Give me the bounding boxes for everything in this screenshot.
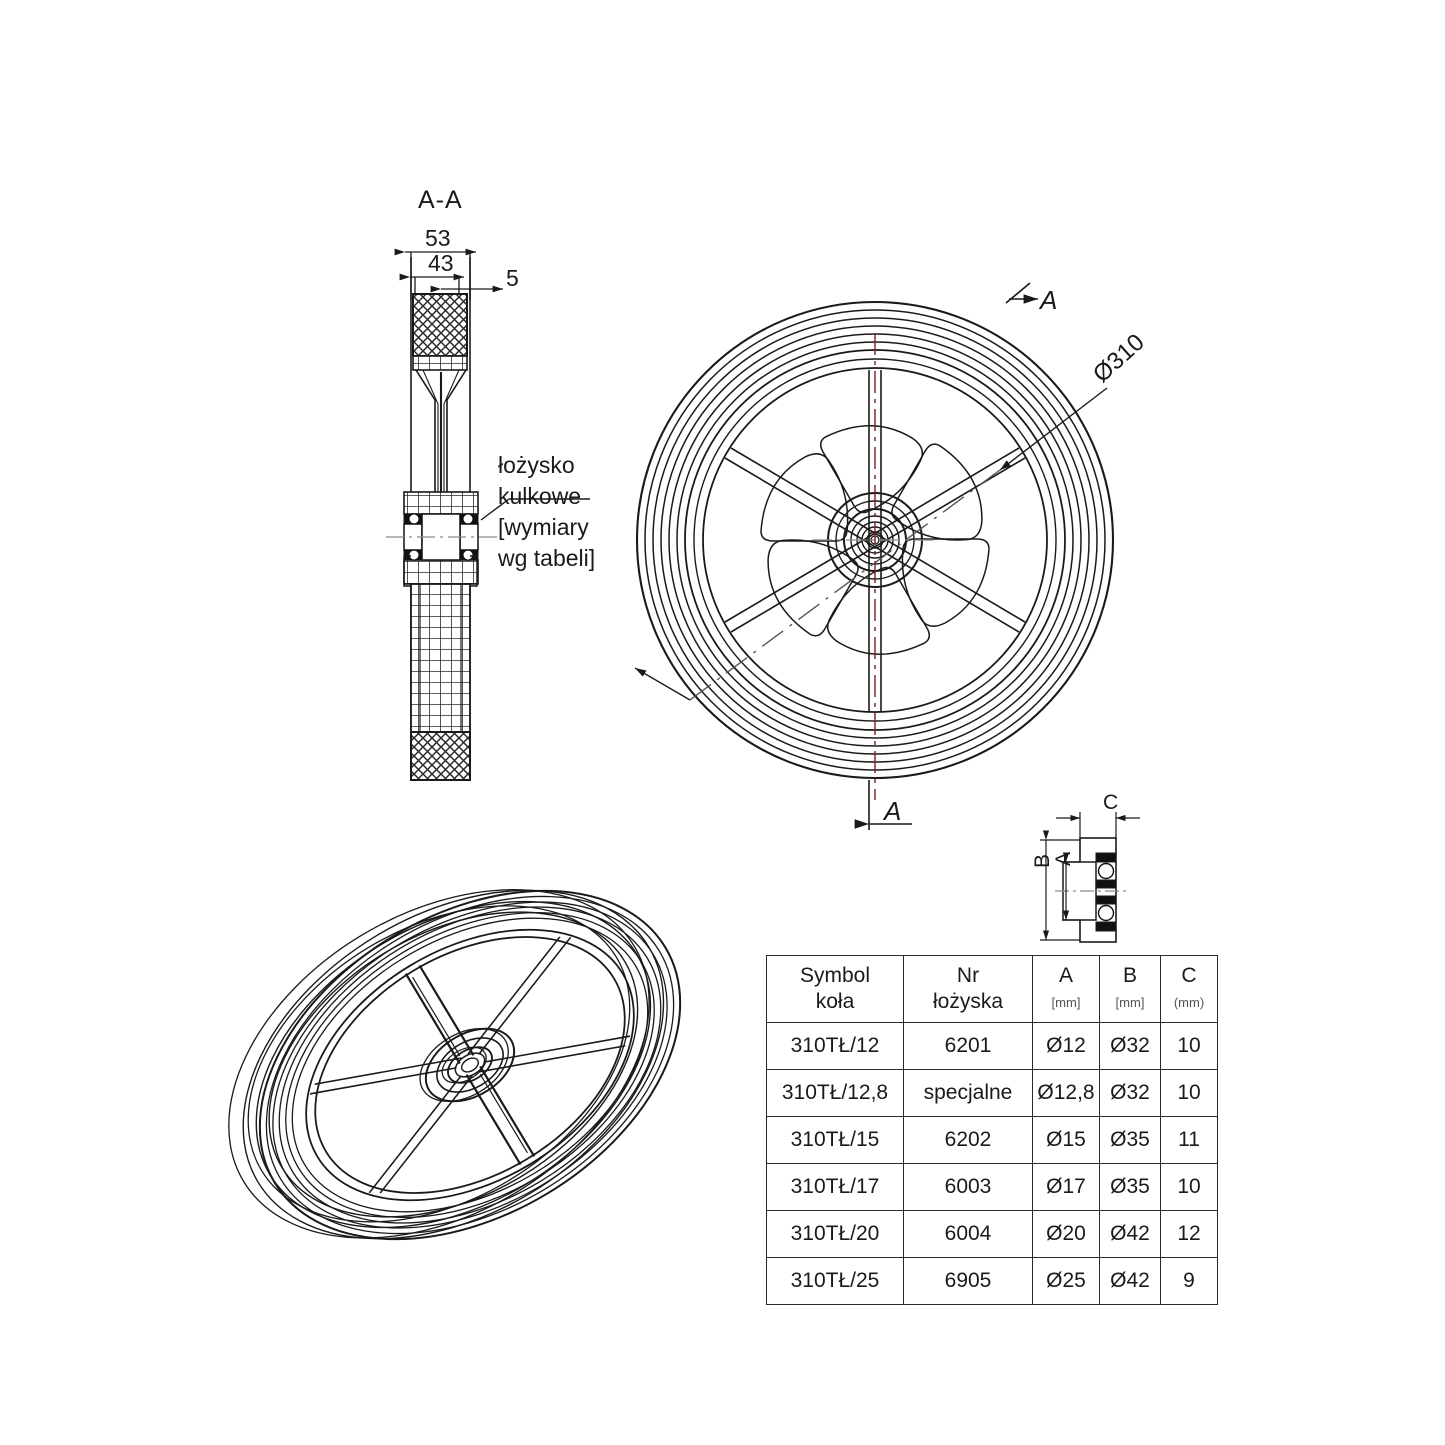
header-dimension-c: C (mm) — [1160, 955, 1218, 1023]
cell-symbol: 310TŁ/25 — [766, 1257, 904, 1305]
cell-a: Ø15 — [1032, 1116, 1100, 1164]
callout-line-1: łożysko — [498, 452, 575, 478]
header-b-letter: B — [1122, 963, 1137, 987]
cell-c: 12 — [1160, 1210, 1218, 1258]
cell-bearing: 6003 — [903, 1163, 1033, 1211]
cell-bearing: specjalne — [903, 1069, 1033, 1117]
dimension-label-tread-width: 43 — [428, 250, 454, 276]
cell-symbol: 310TŁ/12,8 — [766, 1069, 904, 1117]
dimension-label-offset: 5 — [506, 265, 519, 291]
cell-c: 10 — [1160, 1022, 1218, 1070]
section-view-title: A-A — [418, 186, 463, 214]
cell-bearing: 6004 — [903, 1210, 1033, 1258]
header-b-unit: [mm] — [1115, 994, 1145, 1010]
cell-a: Ø20 — [1032, 1210, 1100, 1258]
callout-line-4: wg tabeli] — [498, 545, 596, 571]
cell-b: Ø35 — [1099, 1116, 1161, 1164]
bearing-spec-table: Symbol koła Nr łożyska A [mm] B [mm] C — [766, 955, 1218, 1305]
cell-b: Ø32 — [1099, 1069, 1161, 1117]
dimension-43 — [399, 273, 464, 300]
header-c-unit: (mm) — [1173, 994, 1205, 1010]
header-dimension-b: B [mm] — [1099, 955, 1161, 1023]
iso-hub — [419, 1027, 516, 1103]
wheel-front-view — [634, 282, 1115, 830]
wheel-spokes — [724, 370, 1026, 712]
cell-c: 9 — [1160, 1257, 1218, 1305]
header-c-letter: C — [1181, 963, 1197, 987]
cell-a: Ø17 — [1032, 1163, 1100, 1211]
bearing-detail-bore-label: A — [1052, 851, 1075, 866]
wheel-hub — [827, 492, 923, 588]
cell-symbol: 310TŁ/15 — [766, 1116, 904, 1164]
cell-b: Ø35 — [1099, 1163, 1161, 1211]
header-symbol-line2: koła — [815, 990, 855, 1013]
cell-b: Ø42 — [1099, 1257, 1161, 1305]
cell-a: Ø12 — [1032, 1022, 1100, 1070]
cell-a: Ø25 — [1032, 1257, 1100, 1305]
bearing-detail-view — [1040, 812, 1140, 943]
cell-b: Ø42 — [1099, 1210, 1161, 1258]
header-a-letter: A — [1058, 963, 1073, 987]
diameter-label: Ø310 — [1088, 328, 1150, 389]
bearing-detail-width-label: C — [1103, 791, 1119, 814]
cell-a: Ø12,8 — [1032, 1069, 1100, 1117]
header-a-unit: [mm] — [1051, 994, 1081, 1010]
dimension-5 — [430, 278, 503, 300]
section-mark-top-label: A — [1040, 285, 1058, 315]
cell-c: 10 — [1160, 1069, 1218, 1117]
header-symbol: Symbol koła — [766, 955, 904, 1023]
spoke-openings — [760, 425, 990, 655]
callout-line-2: kulkowe — [498, 483, 582, 509]
diameter-leader — [634, 387, 1108, 701]
cell-c: 10 — [1160, 1163, 1218, 1211]
cell-bearing: 6905 — [903, 1257, 1033, 1305]
iso-spokes — [309, 936, 631, 1194]
section-mark-bottom-label: A — [884, 796, 902, 826]
callout-line-3: [wymiary — [498, 514, 589, 540]
section-marker-top — [1005, 282, 1038, 304]
cell-b: Ø32 — [1099, 1022, 1161, 1070]
cell-symbol: 310TŁ/17 — [766, 1163, 904, 1211]
cell-bearing: 6202 — [903, 1116, 1033, 1164]
cell-symbol: 310TŁ/20 — [766, 1210, 904, 1258]
header-bearing-line2: łożyska — [932, 990, 1004, 1013]
header-symbol-line1: Symbol — [799, 964, 871, 987]
wheel-isometric-view — [228, 889, 682, 1241]
header-bearing-number: Nr łożyska — [903, 955, 1033, 1023]
dimension-label-overall-width: 53 — [425, 225, 451, 251]
bearing-callout-text: łożysko kulkowe [wymiary wg tabeli] — [498, 450, 595, 574]
cell-bearing: 6201 — [903, 1022, 1033, 1070]
header-dimension-a: A [mm] — [1032, 955, 1100, 1023]
table-header-row: Symbol koła Nr łożyska A [mm] B [mm] C — [766, 955, 1218, 1023]
header-bearing-line1: Nr — [956, 964, 980, 987]
cell-symbol: 310TŁ/12 — [766, 1022, 904, 1070]
cell-c: 11 — [1160, 1116, 1218, 1164]
